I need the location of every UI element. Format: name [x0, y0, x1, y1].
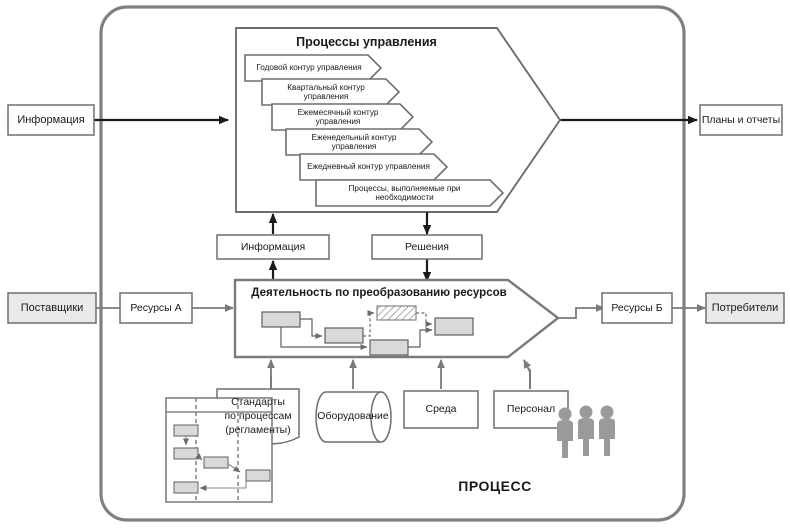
information-box-shape — [216, 234, 330, 260]
people-icons-group — [557, 405, 615, 458]
personnel-box-shape — [493, 390, 569, 429]
process-boundary-frame — [99, 5, 686, 522]
person-icon — [599, 405, 615, 456]
person-icon — [557, 407, 573, 458]
resource-connectors — [267, 359, 532, 389]
person-icon — [578, 405, 594, 456]
mini-process-map — [165, 397, 273, 503]
control-loop-shapes — [244, 54, 505, 207]
decisions-box-shape — [371, 234, 483, 260]
equipment-cylinder-shape — [315, 391, 392, 443]
io-box-shapes — [7, 104, 785, 324]
activity-inner-flow — [261, 305, 474, 356]
environment-box-shape — [403, 390, 479, 429]
